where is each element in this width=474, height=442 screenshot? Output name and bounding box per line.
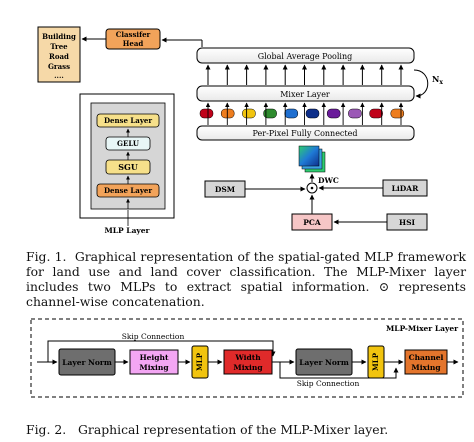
class-road: Road: [49, 52, 69, 61]
mixer-layer-box: Mixer Layer: [196, 85, 415, 102]
mlp-mixer-layer-title: MLP-Mixer Layer: [386, 324, 459, 333]
global-average-pooling-box: Global Average Pooling: [196, 47, 415, 64]
skip-connection-bottom-path: [279, 362, 399, 379]
dwc-label: DWC: [318, 176, 339, 185]
feature-cube: [298, 145, 326, 173]
pixel-token: [305, 108, 320, 119]
dense-layer-top: [96, 113, 160, 128]
hsi-box: HSI: [386, 213, 428, 231]
width-mixing-line1: Width: [234, 353, 261, 362]
class-tree: Tree: [50, 42, 68, 51]
figure-1-caption-label: Fig. 1.: [26, 249, 67, 264]
figure-1-caption: Fig. 1. Graphical representation of the …: [26, 249, 466, 309]
pixel-token: [199, 108, 214, 119]
pixel-token: [369, 108, 383, 119]
classifier-head-line2: Head: [123, 39, 144, 48]
global-average-pooling-label: Global Average Pooling: [258, 52, 353, 61]
pixel-token: [284, 108, 299, 119]
lidar-label: LiDAR: [392, 184, 419, 193]
figure-2-caption-text: Graphical representation of the MLP-Mixe…: [78, 422, 389, 437]
concat-operator: [306, 182, 318, 194]
figure-1-caption-text: Graphical representation of the spatial-…: [26, 249, 466, 309]
skip-connection-top-label: Skip Connection: [122, 332, 185, 341]
width-mixing-line2: Mixing: [233, 363, 263, 372]
dsm-box: DSM: [204, 180, 246, 198]
height-mixing-line1: Height: [140, 353, 169, 362]
layer-norm-1: Layer Norm: [58, 348, 116, 376]
pca-label: PCA: [303, 218, 321, 227]
dense-layer-top-label: Dense Layer: [104, 116, 152, 125]
lidar-box: LiDAR: [382, 179, 428, 197]
mlp-2-box: MLP: [367, 345, 385, 379]
pca-box: PCA: [291, 213, 333, 231]
channel-mixing-box: Channel Mixing: [404, 349, 448, 375]
figure-2-caption: Fig. 2. Graphical representation of the …: [26, 422, 466, 437]
skip-connection-top-path: [47, 340, 276, 362]
hsi-label: HSI: [399, 218, 416, 227]
per-pixel-fc-label: Per-Pixel Fully Connected: [253, 129, 358, 138]
layer-norm-2: Layer Norm: [295, 348, 353, 376]
mlp-2-label: MLP: [371, 352, 380, 371]
layer-norm-2-label: Layer Norm: [299, 358, 349, 367]
height-mixing-box: Height Mixing: [129, 349, 179, 375]
channel-mixing-line1: Channel: [409, 353, 444, 362]
height-mixing-line2: Mixing: [139, 363, 169, 372]
layer-norm-1-label: Layer Norm: [62, 358, 112, 367]
channel-mixing-line2: Mixing: [411, 363, 441, 372]
per-pixel-fc-box: Per-Pixel Fully Connected: [196, 125, 415, 141]
sgu-label: SGU: [118, 162, 138, 172]
mlp-1-box: MLP: [191, 345, 209, 379]
output-classes-box: Building Tree Road Grass ....: [37, 26, 81, 83]
pixel-token: [390, 108, 405, 119]
mlp-layer-title: MLP Layer: [104, 226, 150, 235]
mixer-arrows: [205, 102, 404, 125]
gelu-label: GELU: [117, 139, 139, 148]
class-more: ....: [54, 71, 64, 80]
classifier-head-box: Classifer Head: [105, 28, 161, 50]
mlp-1-label: MLP: [195, 352, 204, 371]
classifier-head-line1: Classifer: [116, 30, 151, 39]
skip-connection-bottom-label: Skip Connection: [297, 379, 360, 388]
pixel-token: [263, 108, 277, 119]
mlp-mixer-layer-frame: [30, 318, 464, 398]
dense-layer-bottom-label: Dense Layer: [104, 186, 152, 195]
dsm-label: DSM: [215, 185, 235, 194]
mixer-layer-label: Mixer Layer: [280, 90, 330, 99]
nx-loop-arrow: [413, 69, 429, 99]
width-mixing-box: Width Mixing: [223, 349, 273, 375]
figure-2-caption-label: Fig. 2.: [26, 422, 67, 437]
gap-arrows: [205, 64, 404, 85]
nx-label: Nx: [432, 74, 443, 86]
pixel-token: [348, 108, 362, 119]
pixel-token: [242, 108, 256, 119]
pixel-token: [326, 108, 341, 119]
mlp-layer-block: Dense Layer GELU SGU Dense Layer MLP Lay…: [79, 93, 175, 235]
class-grass: Grass: [48, 62, 70, 71]
pixel-tokens: [199, 108, 405, 119]
class-building: Building: [42, 32, 76, 41]
